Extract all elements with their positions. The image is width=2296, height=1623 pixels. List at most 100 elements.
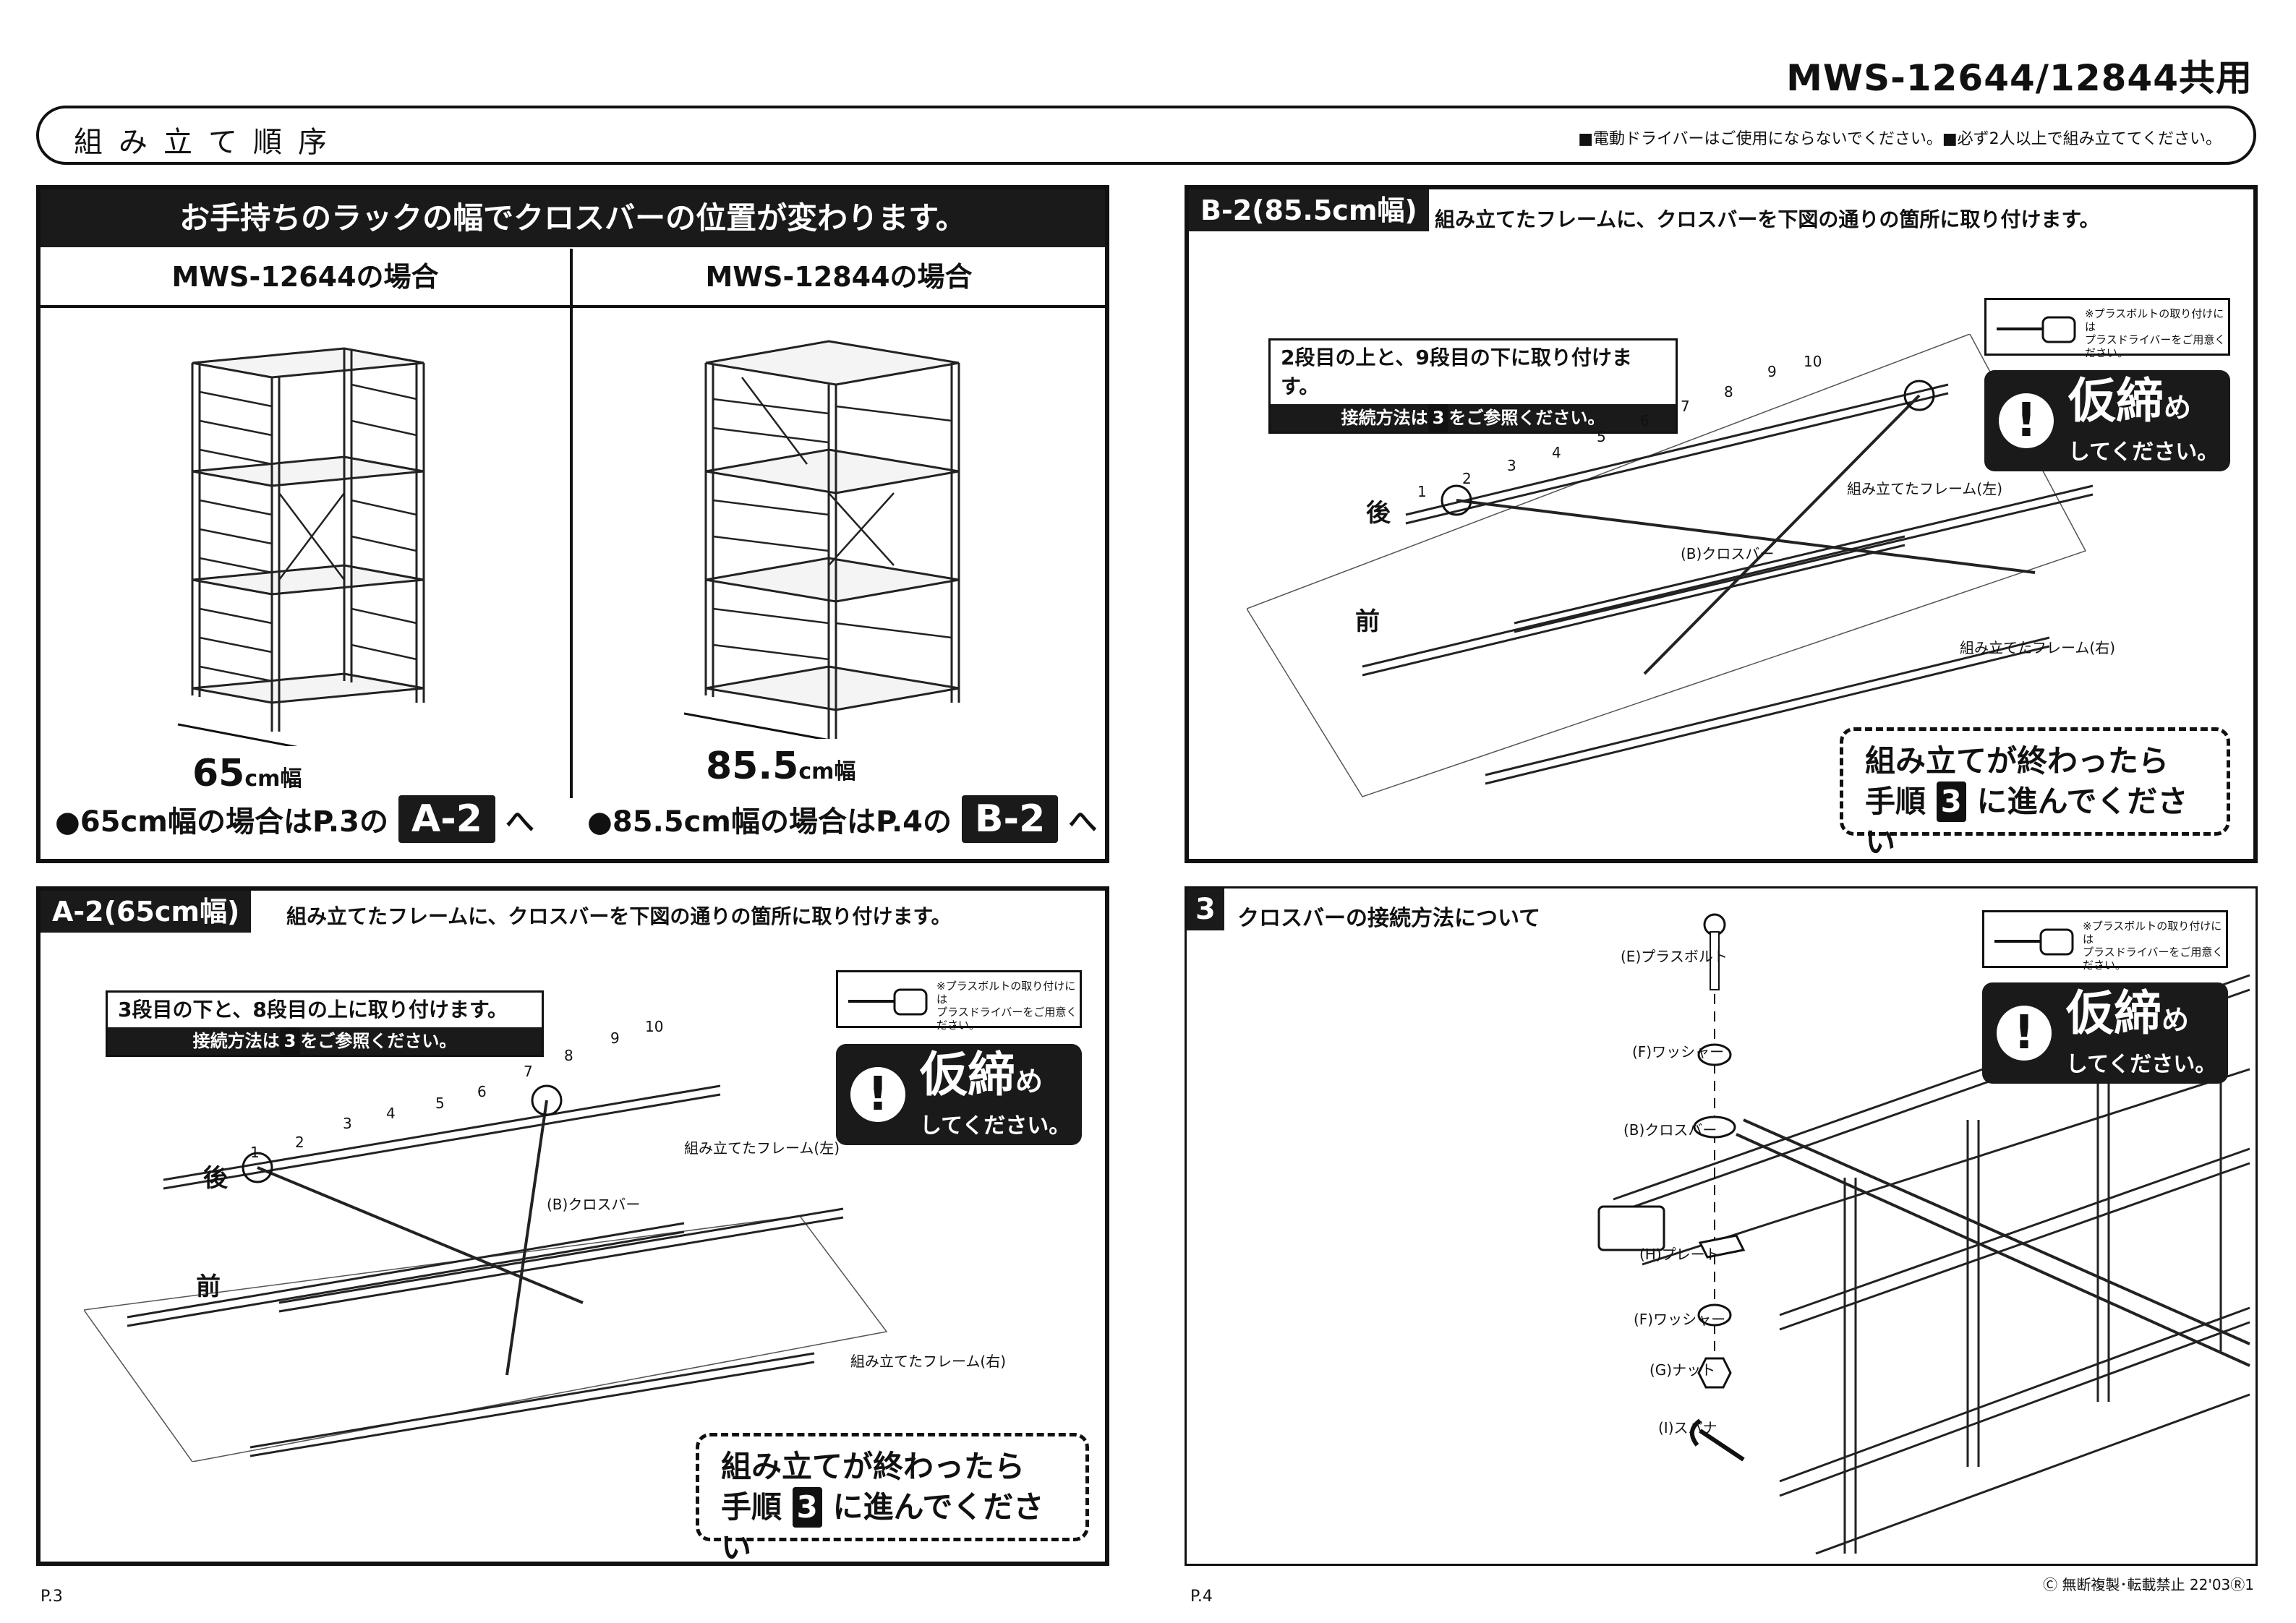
a2-step-ref[interactable]: 3	[279, 1027, 301, 1055]
width-panel: お手持ちのラックの幅でクロスバーの位置が変わります。 MWS-12644の場合 …	[36, 185, 1109, 863]
b2-num-8: 8	[1724, 383, 1733, 401]
a2-num-1: 1	[250, 1144, 260, 1161]
part-b-label: (B)クロスバー	[1623, 1121, 1717, 1139]
col-divider	[570, 249, 573, 798]
route-85-suffix: へ	[1068, 805, 1098, 839]
header-note: ■電動ドライバーはご使用にならないでください。■必ず2人以上で組み立ててください…	[1578, 130, 2222, 148]
b2-kari-small: してください。	[2068, 440, 2219, 465]
col-head-left: MWS-12644の場合	[40, 249, 573, 308]
step3-kari-me: め	[2161, 1004, 2190, 1036]
route-85-tag[interactable]: B-2	[961, 795, 1059, 843]
a2-num-10: 10	[645, 1018, 664, 1035]
header-bar: 組み立て順序 ■電動ドライバーはご使用にならないでください。■必ず2人以上で組み…	[36, 106, 2256, 165]
a2-kari-me: め	[1015, 1066, 1044, 1097]
route-85-text: ●85.5cm幅の場合はP.4の	[587, 805, 952, 839]
b2-num-7: 7	[1681, 398, 1690, 415]
a2-desc: 組み立てたフレームに、クロスバーを下図の通りの箇所に取り付けます。	[286, 904, 952, 928]
route-65: ●65cm幅の場合はP.3の A-2 へ	[55, 795, 534, 843]
b2-screwdriver-text: ※プラスボルトの取り付けには プラスドライバーをご用意く ださい。	[2085, 307, 2226, 359]
a2-num-8: 8	[564, 1047, 573, 1064]
a2-done-line1: 組み立てが終わったら	[721, 1449, 1025, 1484]
width-65-label: 65cm幅	[192, 752, 302, 795]
b2-done-post: に進んでください	[1865, 784, 2188, 860]
route-65-tag[interactable]: A-2	[398, 795, 495, 843]
a2-done-pre: 手順	[721, 1489, 782, 1525]
a2-callout-post: をご参照ください。	[300, 1031, 457, 1051]
a2-num-3: 3	[343, 1115, 352, 1132]
width-65-num: 65	[192, 752, 245, 795]
col-head-right: MWS-12844の場合	[573, 249, 1105, 308]
b2-num-10: 10	[1804, 353, 1822, 370]
b2-frame-diagram	[1247, 334, 2094, 797]
b2-step-ref[interactable]: 3	[1427, 404, 1449, 432]
a2-done-step-ref[interactable]: 3	[792, 1487, 822, 1528]
step3-kari-badge: ! 仮締め してください。	[1982, 982, 2228, 1084]
b2-done-pre: 手順	[1865, 784, 1926, 819]
step3-kari-small: してください。	[2066, 1052, 2217, 1077]
step3-num: 3	[1187, 888, 1224, 930]
width-85-label: 85.5cm幅	[706, 745, 855, 788]
b2-num-9: 9	[1767, 363, 1777, 380]
a2-num-7: 7	[524, 1063, 533, 1080]
exclamation-icon: !	[1999, 393, 2054, 448]
part-f1-label: (F)ワッシャー	[1632, 1043, 1725, 1061]
a2-callout-pre: 接続方法は	[192, 1031, 280, 1051]
a2-num-4: 4	[386, 1105, 396, 1122]
page-number-left: P.3	[40, 1588, 63, 1606]
a2-kari-small: してください。	[920, 1113, 1071, 1139]
header-title: 組み立て順序	[74, 126, 343, 159]
part-i-label: (I)スパナ	[1658, 1419, 1717, 1436]
width-65-unit: cm幅	[244, 766, 302, 792]
b2-done-box: 組み立てが終わったら 手順 3 に進んでください	[1840, 727, 2230, 860]
rack-85-illustration	[684, 340, 960, 739]
part-g-label: (G)ナット	[1650, 1361, 1716, 1379]
a2-kari-word: 仮締	[920, 1047, 1015, 1102]
b2-kari-big: 仮締め	[2068, 376, 2191, 433]
a2-frame-right-label: 組み立てたフレーム(右)	[850, 1353, 1007, 1370]
width-panel-title: お手持ちのラックの幅でクロスバーの位置が変わります。	[40, 189, 1105, 247]
copyright: Ⓒ 無断複製･転載禁止 22'03Ⓡ1	[2043, 1576, 2254, 1593]
a2-num-6: 6	[477, 1083, 487, 1100]
b2-kari-me: め	[2164, 392, 2192, 424]
part-e-label: (E)プラスボルト	[1621, 948, 1728, 965]
page-number-right: P.4	[1190, 1588, 1213, 1606]
b2-front-label: 前	[1355, 607, 1380, 636]
a2-num-5: 5	[435, 1095, 445, 1112]
step3-title: クロスバーの接続方法について	[1237, 906, 1541, 931]
a2-done-box: 組み立てが終わったら 手順 3 に進んでください	[696, 1433, 1089, 1565]
b2-frame-left-label: 組み立てたフレーム(左)	[1847, 480, 2003, 497]
a2-crossbar-label: (B)クロスバー	[547, 1196, 641, 1213]
a2-screwdriver-text: ※プラスボルトの取り付けには プラスドライバーをご用意く ださい。	[936, 980, 1077, 1032]
model-title: MWS-12644/12844共用	[1786, 57, 2253, 99]
screwdriver-icon	[848, 988, 928, 1016]
part-h-label: (H)プレート	[1639, 1246, 1720, 1263]
b2-done-line2: 手順 3 に進んでください	[1865, 781, 2205, 862]
b2-num-1: 1	[1417, 483, 1427, 500]
exclamation-icon: !	[1997, 1006, 2052, 1061]
step3-kari-word: 仮締	[2066, 985, 2161, 1041]
b2-done-line1: 組み立てが終わったら	[1865, 743, 2169, 779]
a2-num-2: 2	[295, 1134, 304, 1151]
a2-screwdriver-note: ※プラスボルトの取り付けには プラスドライバーをご用意く ださい。	[836, 970, 1082, 1032]
route-65-text: ●65cm幅の場合はP.3の	[55, 805, 388, 839]
b2-desc: 組み立てたフレームに、クロスバーを下図の通りの箇所に取り付けます。	[1435, 207, 2100, 231]
b2-num-2: 2	[1462, 470, 1472, 487]
b2-frame-right-label: 組み立てたフレーム(右)	[1960, 639, 2116, 656]
width-85-num: 85.5	[706, 745, 799, 788]
a2-front-label: 前	[196, 1272, 221, 1301]
step3-screwdriver-note: ※プラスボルトの取り付けには プラスドライバーをご用意く ださい。	[1982, 910, 2228, 972]
b2-callout-top: 2段目の上と、9段目の下に取り付けます。	[1281, 346, 1632, 398]
width-85-unit: cm幅	[798, 759, 856, 784]
a2-done-line2: 手順 3 に進んでください	[721, 1487, 1064, 1568]
b2-num-5: 5	[1597, 428, 1606, 445]
b2-done-step-ref[interactable]: 3	[1936, 781, 1966, 822]
a2-kari-big: 仮締め	[920, 1050, 1043, 1107]
step3-panel: 3 クロスバーの接続方法について (E)プラスボルト (F)ワッシャー (B)ク…	[1185, 886, 2258, 1566]
a2-panel: A-2(65cm幅) 組み立てたフレームに、クロスバーを下図の通りの箇所に取り付…	[36, 886, 1109, 1566]
step3-screwdriver-text: ※プラスボルトの取り付けには プラスドライバーをご用意く ださい。	[2083, 920, 2224, 972]
route-65-suffix: へ	[505, 805, 534, 839]
b2-callout-post: をご参照ください。	[1448, 408, 1605, 428]
